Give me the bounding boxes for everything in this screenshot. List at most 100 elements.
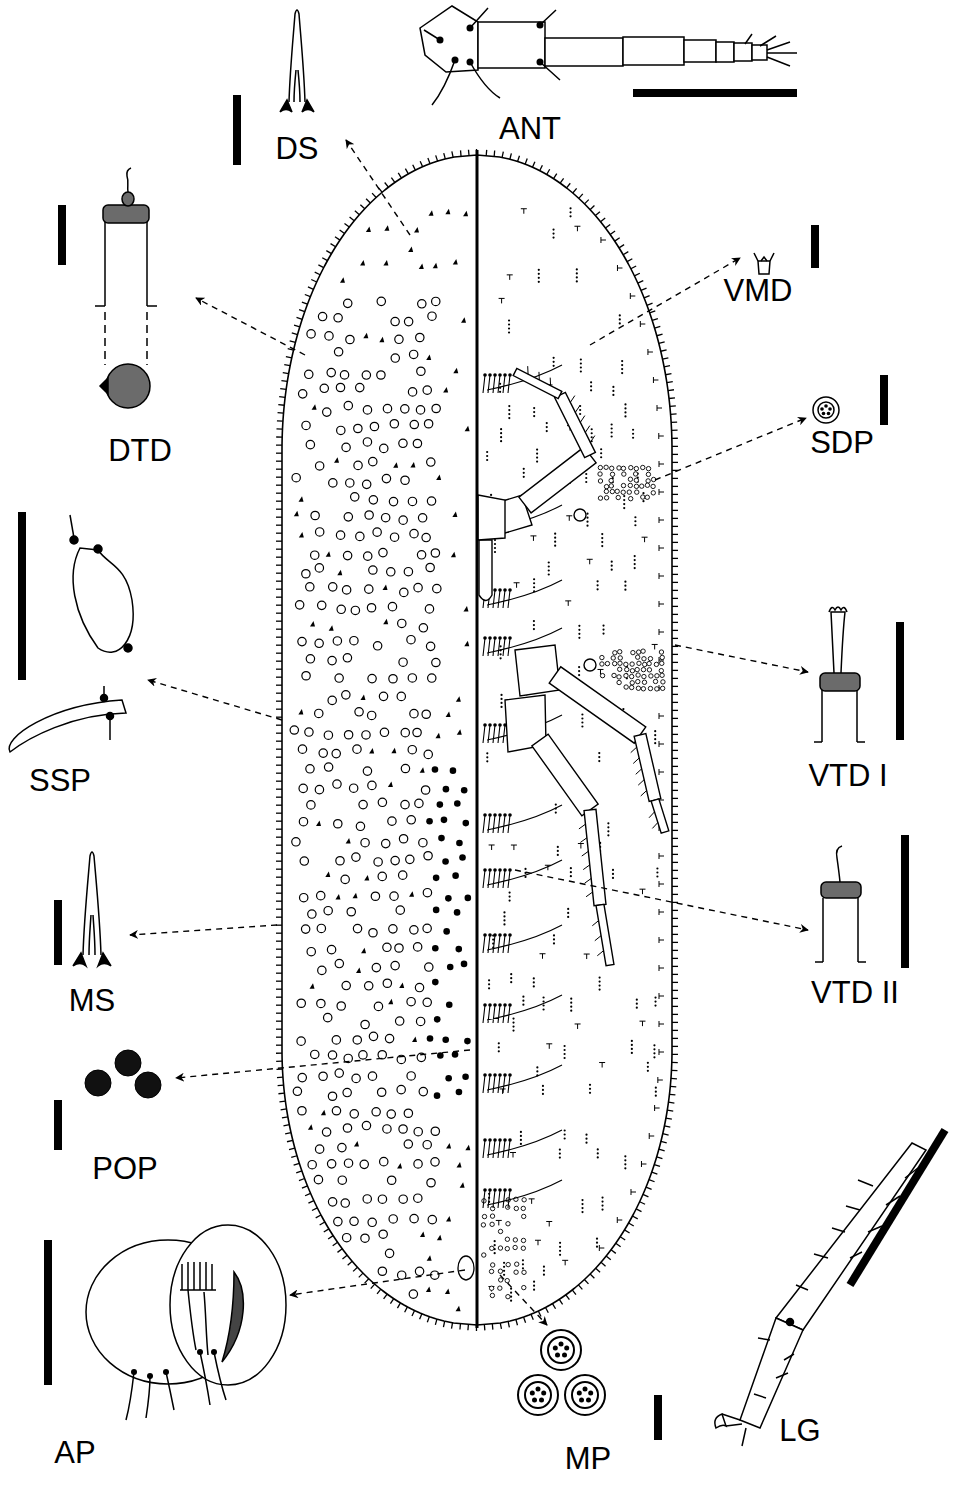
dorsal-seta-drawing xyxy=(280,10,314,112)
dorsal-pore xyxy=(441,817,448,824)
dorsal-pore xyxy=(407,998,415,1006)
dorsal-pore xyxy=(377,297,385,305)
seta-row xyxy=(498,723,502,727)
ventral-microduct xyxy=(512,1021,514,1023)
marginal-spine xyxy=(672,966,678,967)
ventral-microduct xyxy=(599,976,601,978)
dorsal-pore xyxy=(456,696,461,702)
dorsal-pore xyxy=(446,1002,453,1009)
ventral-microduct xyxy=(624,585,626,587)
marginal-seta-drawing xyxy=(73,852,111,966)
seta-row xyxy=(503,813,507,817)
ventral-microduct xyxy=(586,521,588,523)
stigmatic-spine-drawing xyxy=(94,545,102,553)
marginal-spine xyxy=(659,342,665,344)
seta-row xyxy=(483,860,562,888)
marginal-spine xyxy=(276,789,282,790)
leg-drawing xyxy=(722,1168,918,1446)
dorsal-pore xyxy=(383,404,391,412)
disc-pore xyxy=(521,1206,525,1210)
ventral-seta xyxy=(659,629,664,635)
dorsal-pore xyxy=(456,1089,463,1096)
multilocular-pore-drawing xyxy=(541,1330,581,1370)
marginal-spine xyxy=(672,726,678,727)
marginal-spine xyxy=(276,917,282,918)
marginal-spine xyxy=(619,245,624,248)
disc-pore xyxy=(615,489,619,493)
marginal-spine xyxy=(276,629,282,630)
marginal-spine xyxy=(552,1304,555,1309)
dorsal-pore xyxy=(372,963,380,971)
ventral-microduct xyxy=(486,752,488,754)
dorsal-pore xyxy=(299,817,307,825)
marginal-spine xyxy=(672,862,678,863)
ventral-microduct xyxy=(554,537,556,539)
dorsal-pore xyxy=(302,672,310,680)
ventral-microduct xyxy=(584,954,590,959)
marginal-spine xyxy=(672,478,678,479)
dorsal-pore xyxy=(408,246,413,252)
ventral-microduct xyxy=(554,545,556,547)
dorsal-pore xyxy=(344,513,352,521)
dorsal-pore xyxy=(319,1072,327,1080)
disc-pore xyxy=(513,1238,517,1242)
dorsal-pore xyxy=(426,818,433,825)
ventral-microduct xyxy=(521,209,527,214)
ventral-duct-drawing xyxy=(815,898,866,962)
disc-pore xyxy=(522,1198,526,1202)
ventral-microduct xyxy=(522,1259,524,1261)
dorsal-pore xyxy=(462,1073,469,1080)
dorsal-pore xyxy=(399,871,407,879)
ventral-microduct xyxy=(598,760,600,762)
disc-pore xyxy=(610,472,614,476)
dorsal-pore xyxy=(427,1035,434,1042)
seta-row xyxy=(493,813,497,817)
ventral-microduct xyxy=(542,1004,544,1006)
dorsal-pore xyxy=(399,835,407,843)
ventral-microduct xyxy=(600,452,602,454)
marginal-spine xyxy=(276,1037,282,1038)
dorsal-pore xyxy=(366,226,371,232)
dorsal-pore xyxy=(367,711,375,719)
marginal-spine xyxy=(518,156,520,162)
marginal-spine xyxy=(366,199,370,203)
ventral-seta xyxy=(659,489,664,495)
disc-pore xyxy=(612,661,616,665)
ventral-microduct xyxy=(564,1129,566,1131)
marginal-spine xyxy=(672,1006,678,1007)
ventral-microduct xyxy=(632,429,634,431)
seta-row xyxy=(503,1188,507,1192)
dorsal-pore xyxy=(382,474,390,482)
marginal-spine xyxy=(525,159,527,165)
marginal-spine xyxy=(494,151,496,157)
ventral-microduct xyxy=(522,1000,524,1002)
disc-pore xyxy=(521,1246,525,1250)
stigmatic-spine-drawing xyxy=(70,515,74,538)
marginal-spine xyxy=(672,830,678,831)
ventral-microduct xyxy=(548,569,550,571)
dorsal-pore xyxy=(317,891,325,899)
dorsal-pore xyxy=(343,551,351,559)
ventral-microduct xyxy=(488,983,490,985)
anal-plate-drawing xyxy=(222,1272,243,1362)
disc-pore xyxy=(490,1246,494,1250)
marginal-spine xyxy=(276,661,282,662)
disc-pore xyxy=(648,686,652,690)
marginal-spine xyxy=(672,614,678,615)
marginal-spine xyxy=(652,1172,658,1174)
marginal-spine xyxy=(276,885,282,886)
dorsal-pore xyxy=(343,1124,351,1132)
ventral-microduct xyxy=(512,1025,514,1027)
marginal-spine xyxy=(276,965,282,966)
ventral-microduct xyxy=(624,589,626,591)
disc-pore xyxy=(634,478,638,482)
ventral-microduct xyxy=(543,1274,545,1276)
dorsal-pore xyxy=(446,1216,451,1222)
marginal-spine xyxy=(655,326,661,328)
disc-pore xyxy=(498,1269,502,1273)
marginal-spine xyxy=(276,997,282,998)
dorsal-pore xyxy=(420,767,425,773)
disc-pore xyxy=(659,650,663,654)
ventral-microduct xyxy=(578,625,580,627)
disc-pore xyxy=(498,1286,502,1290)
